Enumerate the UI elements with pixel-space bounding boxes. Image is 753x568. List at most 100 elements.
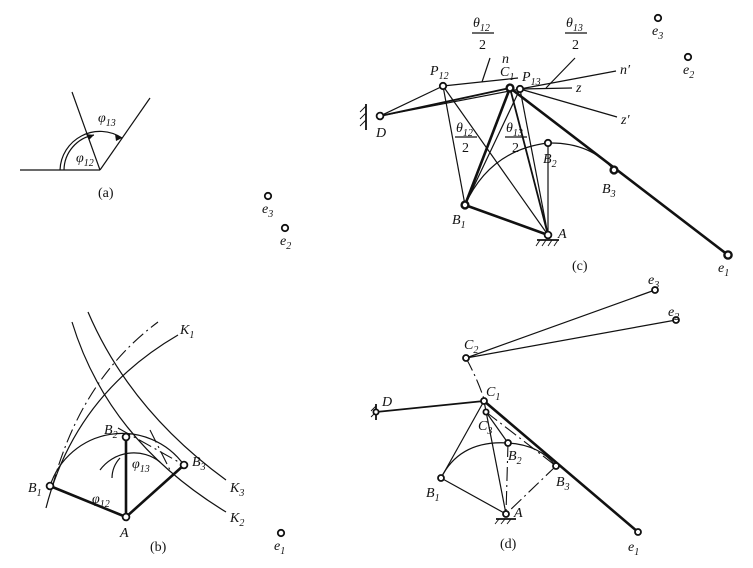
d-label-e3: e3 [648,273,659,291]
d-label-B3: B3 [556,475,570,493]
d-label-C3: C3 [478,419,492,437]
c-point-B3 [609,165,619,175]
d-label-e2: e2 [668,305,679,323]
c-label-theta12-mid: θ12 [456,121,473,139]
b-label-B1: B1 [28,481,42,499]
d-label-C1: C1 [486,385,500,403]
c-label-n: n [502,52,509,67]
c-label-z: z [575,81,582,96]
b-label-K1: K1 [179,323,194,341]
c-label-theta13-top: θ13 [566,16,583,34]
d-line-C3B3 [485,411,557,467]
a-caption: (a) [98,186,114,201]
b-arc-phi12 [111,457,121,479]
c-label-D: D [375,126,386,141]
d-point-B2 [504,439,512,447]
b-arc-phi13 [99,452,161,471]
c-link-C1e1 [509,86,729,257]
c-label-A: A [557,227,567,242]
a-label-e3: e3 [262,202,273,220]
b-curve-K2 [71,321,227,513]
c-point-B1 [460,200,470,210]
a-ray-13 [99,97,151,171]
d-link-DC1 [375,400,485,413]
d-hatch [506,518,512,525]
b-label-B3: B3 [192,455,206,473]
c-point-D [375,111,385,121]
d-hatch [370,405,377,412]
c-link-C1A [509,87,549,236]
b-arc-B [49,432,185,487]
d-line-B2A [505,442,509,515]
c-line-P13A [519,88,549,236]
a-point-e3 [263,191,273,201]
b-label-B2: B2 [104,423,118,441]
c-label-nprime: n′ [620,63,631,78]
a-point-e2 [280,223,290,233]
c-label-C1: C1 [500,65,514,83]
d-point-C3 [482,408,490,416]
d-point-B3 [552,462,560,470]
d-point-C2 [462,354,470,362]
panel-a: φ12 φ13 (a) e3 e2 [20,91,291,252]
a-ray-12 [71,91,101,171]
a-arrow-phi12 [86,134,94,140]
c-point-B2 [543,138,553,148]
c-hatch [535,239,541,247]
b-label-K2: K2 [229,511,244,529]
c-point-e2 [683,52,693,62]
c-label-B3: B3 [602,182,616,200]
a-arrow-phi13 [115,134,122,141]
d-link-C1B1 [440,400,485,479]
c-line-P13-zprime [519,88,618,118]
b-point-A [121,512,131,522]
d-point-e3 [651,286,659,294]
c-label-P12: P12 [429,64,449,82]
d-label-B1: B1 [426,486,440,504]
c-link-DC1 [379,87,511,117]
d-line-C2e2 [465,319,677,359]
c-hatch [547,239,553,247]
d-link-C1A [483,400,507,515]
d-label-A: A [513,506,523,521]
c-point-A [543,230,553,240]
d-caption: (d) [500,537,517,552]
d-point-e2 [672,316,680,324]
c-label-theta13-mid-den: 2 [512,141,519,156]
c-label-e2: e2 [683,63,694,81]
c-label-theta12-top-den: 2 [479,38,486,53]
panel-c: θ12 2 θ13 2 θ12 2 θ13 2 P12 P13 C1 n n′ … [359,13,733,279]
c-caption: (c) [572,259,588,274]
c-line-P13B1 [464,88,521,206]
d-hatch [500,518,506,525]
c-hatch [541,239,547,247]
c-hatch [553,239,559,247]
d-label-e1: e1 [628,540,639,558]
a-label-phi12: φ12 [76,151,94,169]
b-centerline-1 [51,321,159,489]
c-line-P12B1 [442,85,466,206]
c-label-theta12-top: θ12 [473,16,490,34]
a-arc-phi13 [59,130,123,171]
c-line-P12-n [442,77,519,87]
c-hatch [359,105,367,113]
c-line-P13-z [519,87,573,90]
a-label-e2: e2 [280,234,291,252]
c-point-e1 [723,250,733,260]
d-label-C2: C2 [464,338,478,356]
a-label-phi13: φ13 [98,111,116,129]
c-arc-B [464,142,615,206]
d-point-B1 [437,474,445,482]
d-point-A [502,510,510,518]
b-link-B3A [125,464,185,518]
d-label-D: D [381,395,392,410]
d-hatch [494,518,500,525]
b-point-B2 [121,432,131,442]
c-point-C1 [505,83,515,93]
d-path-C [465,357,486,403]
c-line-DP12 [379,85,444,117]
d-line-B3A [505,465,557,515]
c-label-B2: B2 [543,152,557,170]
panel-b: K1 K2 K3 B1 B2 B3 A φ12 φ13 (b) e1 [28,311,285,557]
